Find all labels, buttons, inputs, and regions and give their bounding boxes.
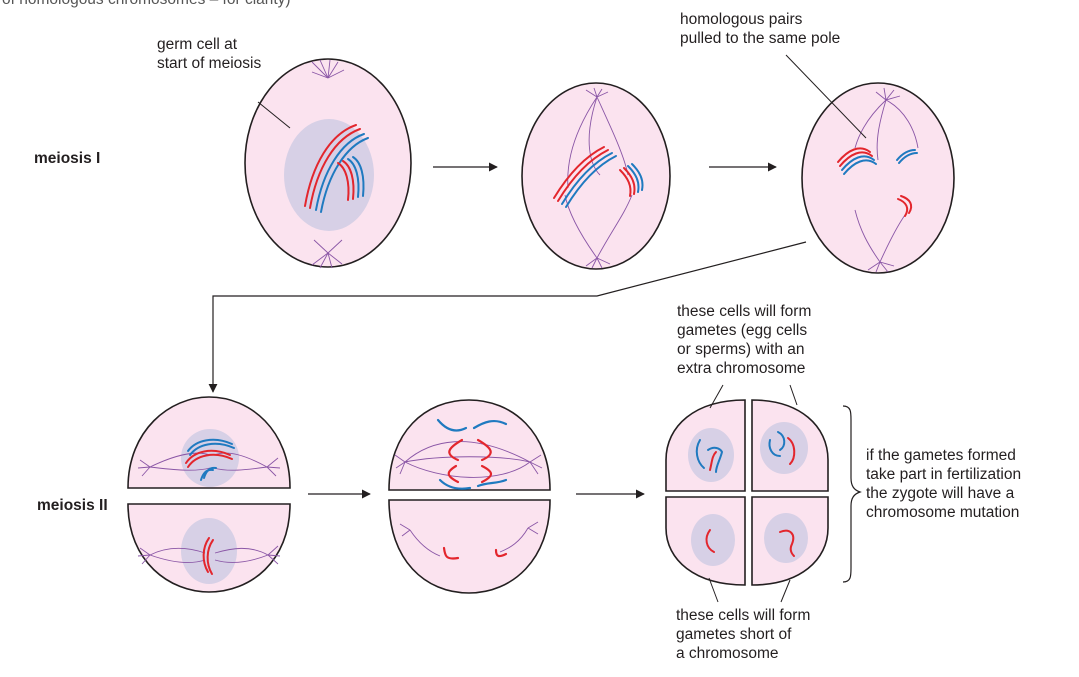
cell-pair-prophase-2 bbox=[128, 397, 290, 592]
label-germ-cell: germ cell at start of meiosis bbox=[157, 35, 261, 73]
cell-metaphase-1 bbox=[522, 83, 670, 269]
label-short-chromosome: these cells will form gametes short of a… bbox=[676, 606, 810, 663]
cell-four-gametes bbox=[666, 400, 828, 585]
cell-anaphase-1 bbox=[802, 83, 954, 273]
daughter-cell-top bbox=[389, 400, 550, 490]
label-chromosome-mutation: if the gametes formed take part in ferti… bbox=[866, 446, 1021, 522]
label-extra-chromosome: these cells will form gametes (egg cells… bbox=[677, 302, 811, 378]
caption-fragment: of homologous chromosomes – for clarity) bbox=[2, 0, 291, 9]
daughter-cell-bottom bbox=[389, 500, 550, 593]
row-label-meiosis-2: meiosis II bbox=[37, 497, 108, 515]
row-label-meiosis-1: meiosis I bbox=[34, 150, 100, 168]
cell-germ-start bbox=[245, 59, 411, 268]
label-homologous-pairs: homologous pairs pulled to the same pole bbox=[680, 10, 840, 48]
right-brace bbox=[843, 406, 860, 582]
cell-pair-anaphase-2 bbox=[389, 400, 550, 593]
